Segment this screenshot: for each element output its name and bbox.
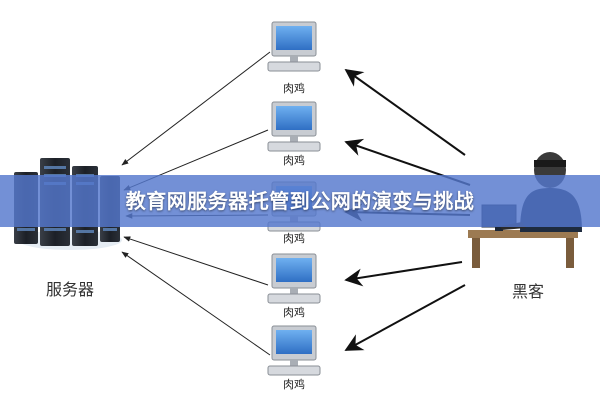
arrow-hacker-bot1 [344,68,466,156]
bot-label-4: 肉鸡 [283,306,305,319]
bot-label-1: 肉鸡 [283,82,305,95]
bot-label-3: 肉鸡 [283,232,305,245]
banner-title: 教育网服务器托管到公网的演变与挑战 [125,189,475,213]
bot-label-2: 肉鸡 [283,154,305,167]
arrow-hacker-bot4 [344,261,463,287]
arrow-hacker-bot5 [344,284,466,351]
bot-computer-icon-5 [267,325,321,376]
server-label: 服务器 [45,280,94,299]
title-banner [0,175,600,227]
arrow-bot1-server [121,51,271,166]
arrow-bot5-server [121,251,271,356]
arrow-bot4-server [123,236,269,286]
bot-computer-icon-2 [267,101,321,152]
bot-computer-icon-4 [267,253,321,304]
bot-label-5: 肉鸡 [283,378,305,391]
hacker-label: 黑客 [511,282,544,301]
bot-computer-icon-1 [267,21,321,72]
